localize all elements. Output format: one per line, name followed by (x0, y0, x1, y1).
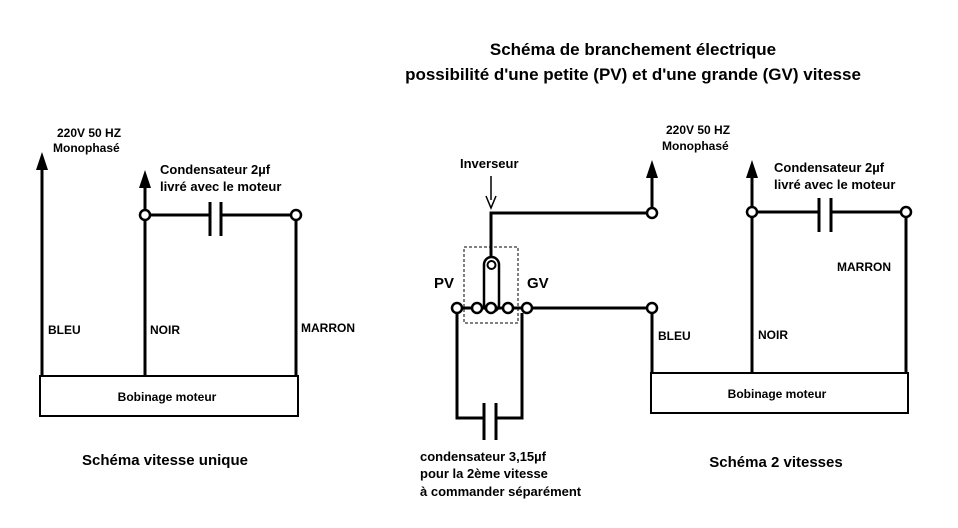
right-motor-winding-box (650, 372, 909, 414)
left-supply-label-line1: 220V 50 HZ (57, 126, 121, 140)
cap2-label-line2: pour la 2ème vitesse (420, 466, 548, 481)
schema-single-speed: Bobinage moteur 220V 50 HZ Monophasé Con… (36, 126, 355, 469)
terminal-pv (450, 301, 464, 315)
right-wire-label-marron: MARRON (837, 260, 891, 274)
left-cap-label-line2: livré avec le moteur (160, 179, 281, 194)
pv-label: PV (434, 275, 454, 292)
middle-supply-arrow-icon (646, 160, 658, 178)
inverseur-label: Inverseur (460, 156, 519, 171)
left-caption: Schéma vitesse unique (82, 452, 248, 469)
right-terminal-bleu (645, 301, 659, 315)
right-cap-label-line2: livré avec le moteur (774, 177, 895, 192)
cap2-label-line1: condensateur 3,15µf (420, 449, 547, 464)
switch-contact-1 (470, 301, 484, 315)
inverseur-pointer-arrow-icon (485, 195, 497, 210)
switch-contact-3 (501, 301, 515, 315)
cap2-capacitor-icon (482, 403, 498, 440)
left-wire-label-bleu: BLEU (48, 323, 81, 337)
cap2-label-line3: à commander séparément (420, 484, 582, 499)
right-wire-label-bleu: BLEU (658, 329, 691, 343)
diagram-title-line2: possibilité d'une petite (PV) et d'une g… (405, 65, 861, 84)
switch-contact-2 (484, 301, 498, 315)
left-cap-label-line1: Condensateur 2µf (160, 162, 271, 177)
right-capacitor-icon (817, 198, 833, 232)
left-terminal-marron (289, 208, 303, 222)
middle-terminal-supply (645, 206, 659, 220)
inverseur-pivot-icon (486, 260, 497, 270)
left-capacitor-icon (208, 202, 223, 236)
right-supply-label-line1: 220V 50 HZ (666, 123, 730, 137)
right-terminal-noir (745, 205, 759, 219)
terminal-gv (520, 301, 534, 315)
left-bleu-arrow-icon (36, 152, 48, 170)
inverter-switch-section: Inverseur PV GV condensateur 3,15µf pour… (420, 156, 659, 499)
right-wire-label-noir: NOIR (758, 328, 788, 342)
left-wire-label-marron: MARRON (301, 321, 355, 335)
left-supply-label-line2: Monophasé (53, 141, 120, 155)
gv-label: GV (527, 275, 549, 292)
right-cap-label-line1: Condensateur 2µf (774, 160, 885, 175)
middle-supply-wire (489, 211, 652, 262)
right-caption: Schéma 2 vitesses (709, 454, 842, 471)
left-wire-label-noir: NOIR (150, 323, 180, 337)
right-motor-label: Bobinage moteur (728, 387, 827, 401)
left-noir-arrow-icon (139, 170, 151, 188)
left-motor-winding-box (39, 375, 299, 417)
diagram-title-line1: Schéma de branchement électrique (490, 40, 776, 59)
schema-two-speeds: Bobinage moteur 220V 50 HZ Monophasé Con… (650, 123, 913, 471)
cap2-lead-right (496, 313, 524, 420)
right-noir-arrow-icon (746, 160, 758, 178)
left-terminal-noir (138, 208, 152, 222)
cap2-lead-left (455, 313, 484, 420)
inverseur-dashed-box (463, 246, 519, 324)
right-terminal-marron (899, 205, 913, 219)
left-motor-label: Bobinage moteur (118, 390, 217, 404)
right-supply-label-line2: Monophasé (662, 139, 729, 153)
